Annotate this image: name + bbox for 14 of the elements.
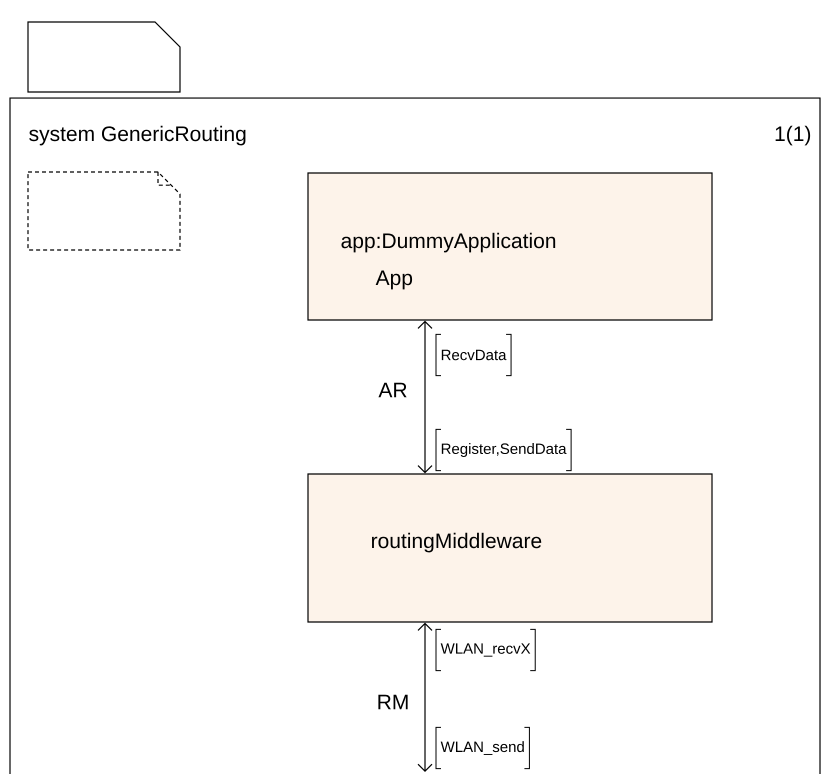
note-symbol <box>27 171 181 251</box>
channel-name: RM <box>376 694 410 710</box>
block-box: app:DummyApplication App <box>307 172 713 321</box>
signal-list: Register,SendData <box>436 428 572 472</box>
signal-list: RecvData <box>436 334 512 376</box>
note-symbol <box>27 21 181 93</box>
channel-arrow <box>418 622 432 772</box>
channel-name: AR <box>377 382 409 398</box>
block-box: routingMiddleware <box>307 473 713 623</box>
signal-list: WLAN_send <box>436 726 530 770</box>
channel-arrow <box>418 320 432 474</box>
frame-title: system GenericRouting <box>29 126 246 146</box>
signal-list: WLAN_recvX <box>436 628 536 672</box>
page-number: 1(1) <box>776 126 810 146</box>
